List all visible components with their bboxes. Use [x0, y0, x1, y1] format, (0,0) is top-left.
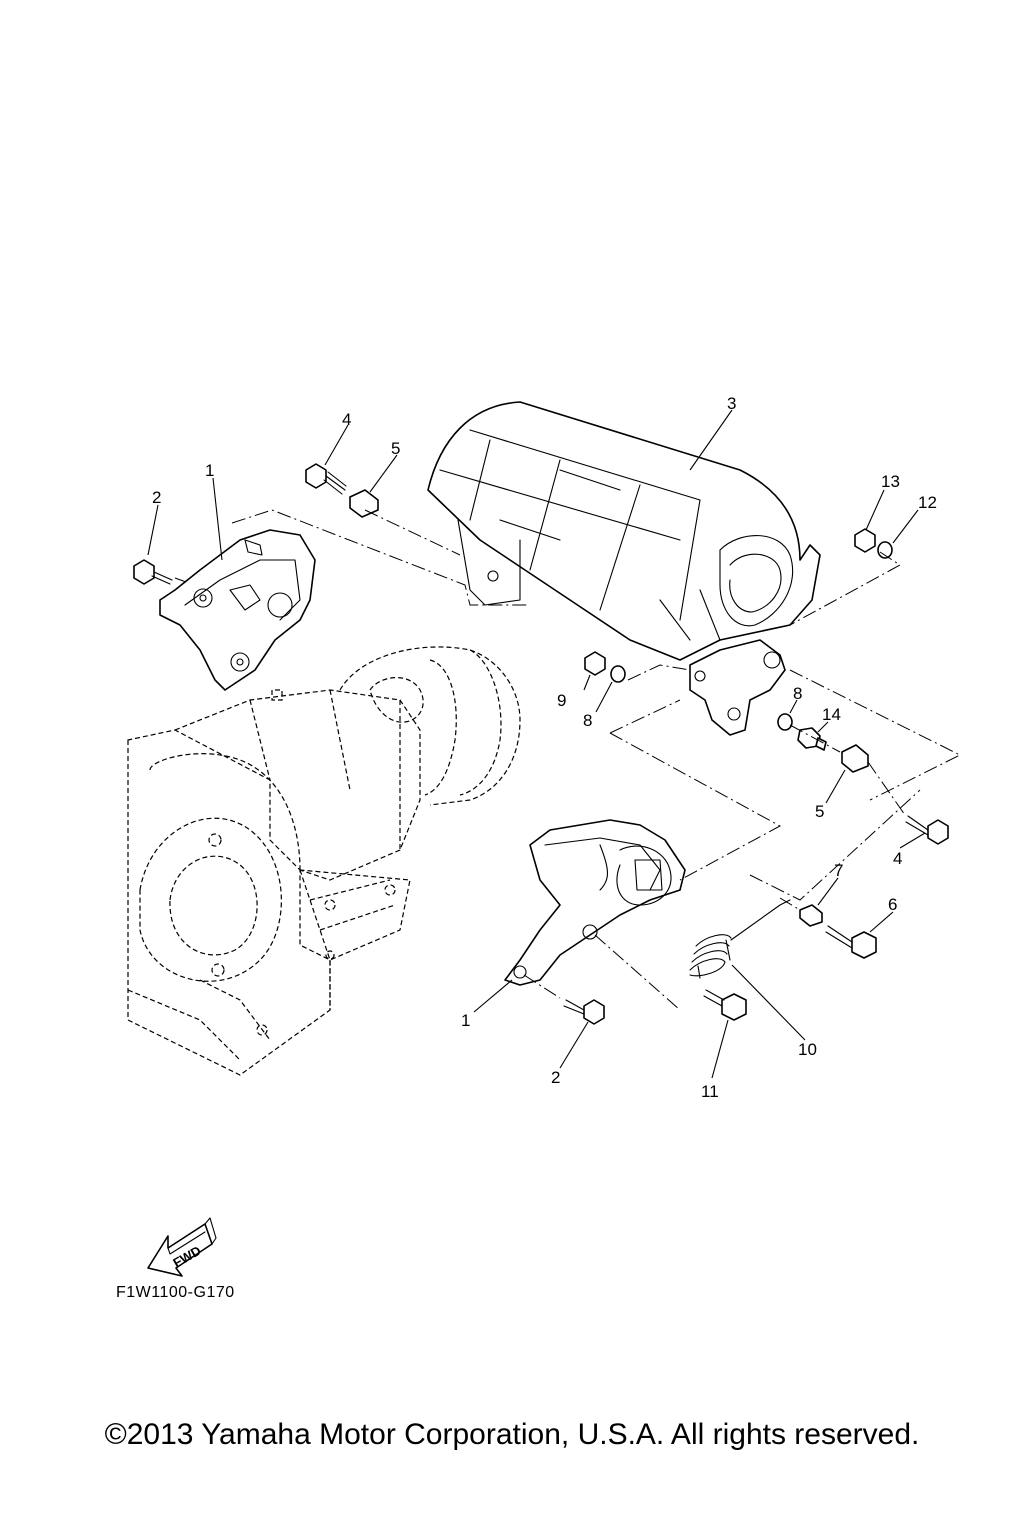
- callout-1-upper: 1: [205, 461, 214, 480]
- part-4-bolt-right: [905, 815, 949, 845]
- callout-2-lower: 2: [551, 1068, 560, 1087]
- part-2-bolt-lower: [563, 999, 605, 1025]
- callout-1-lower: 1: [461, 1011, 470, 1030]
- callout-8-right: 8: [793, 684, 802, 703]
- part-12-washer: [877, 541, 893, 559]
- part-1-lower-bracket: [504, 819, 686, 986]
- steering-bracket: [689, 639, 786, 736]
- fwd-label: FWD: [170, 1243, 203, 1271]
- callout-5-lower: 5: [815, 802, 824, 821]
- callout-7: 7: [834, 861, 843, 880]
- jet-pump-housing: [127, 646, 521, 1076]
- diagram-code: F1W1100-G170: [116, 1284, 235, 1301]
- part-4-bolt-top: [305, 463, 347, 495]
- fwd-arrow-icon: FWD: [147, 1217, 217, 1277]
- part-5-collar-right: [841, 744, 869, 773]
- callout-8-left: 8: [583, 711, 592, 730]
- part-8-washer-upper: [610, 665, 626, 683]
- callout-9: 9: [557, 691, 566, 710]
- callout-leaders: [147, 409, 926, 1079]
- copyright-notice: ©2013 Yamaha Motor Corporation, U.S.A. A…: [104, 1418, 920, 1451]
- part-8-washer-right: [777, 713, 793, 731]
- callout-13: 13: [881, 472, 900, 491]
- callout-4-upper: 4: [342, 410, 351, 429]
- part-6-bolt: [825, 925, 877, 959]
- callout-4-lower: 4: [893, 849, 902, 868]
- callout-14: 14: [822, 705, 841, 724]
- assembly-lines: [174, 509, 962, 1011]
- callout-12: 12: [918, 493, 937, 512]
- part-14-fitting: [797, 727, 827, 751]
- part-1-upper-bracket: [159, 529, 316, 691]
- callout-11: 11: [701, 1082, 719, 1101]
- part-5-collar-top: [349, 489, 379, 518]
- callout-3: 3: [727, 394, 736, 413]
- part-3-intake-grate: [427, 401, 821, 661]
- part-2-bolt-top: [133, 559, 173, 585]
- callout-2-upper: 2: [152, 488, 161, 507]
- part-9-nut: [584, 651, 606, 676]
- callout-6: 6: [888, 895, 897, 914]
- callout-labels: 1 2 4 5 3 13 12 9 8 8 14 5 4 7 6 1 2 10 …: [152, 394, 937, 1101]
- part-7-collar: [799, 904, 823, 927]
- fastener-parts: [133, 463, 949, 1025]
- part-13-nut: [854, 528, 876, 553]
- part-10-spring: [689, 899, 791, 979]
- callout-10: 10: [798, 1040, 817, 1059]
- part-11-bolt: [703, 989, 747, 1021]
- callout-5-upper: 5: [391, 439, 400, 458]
